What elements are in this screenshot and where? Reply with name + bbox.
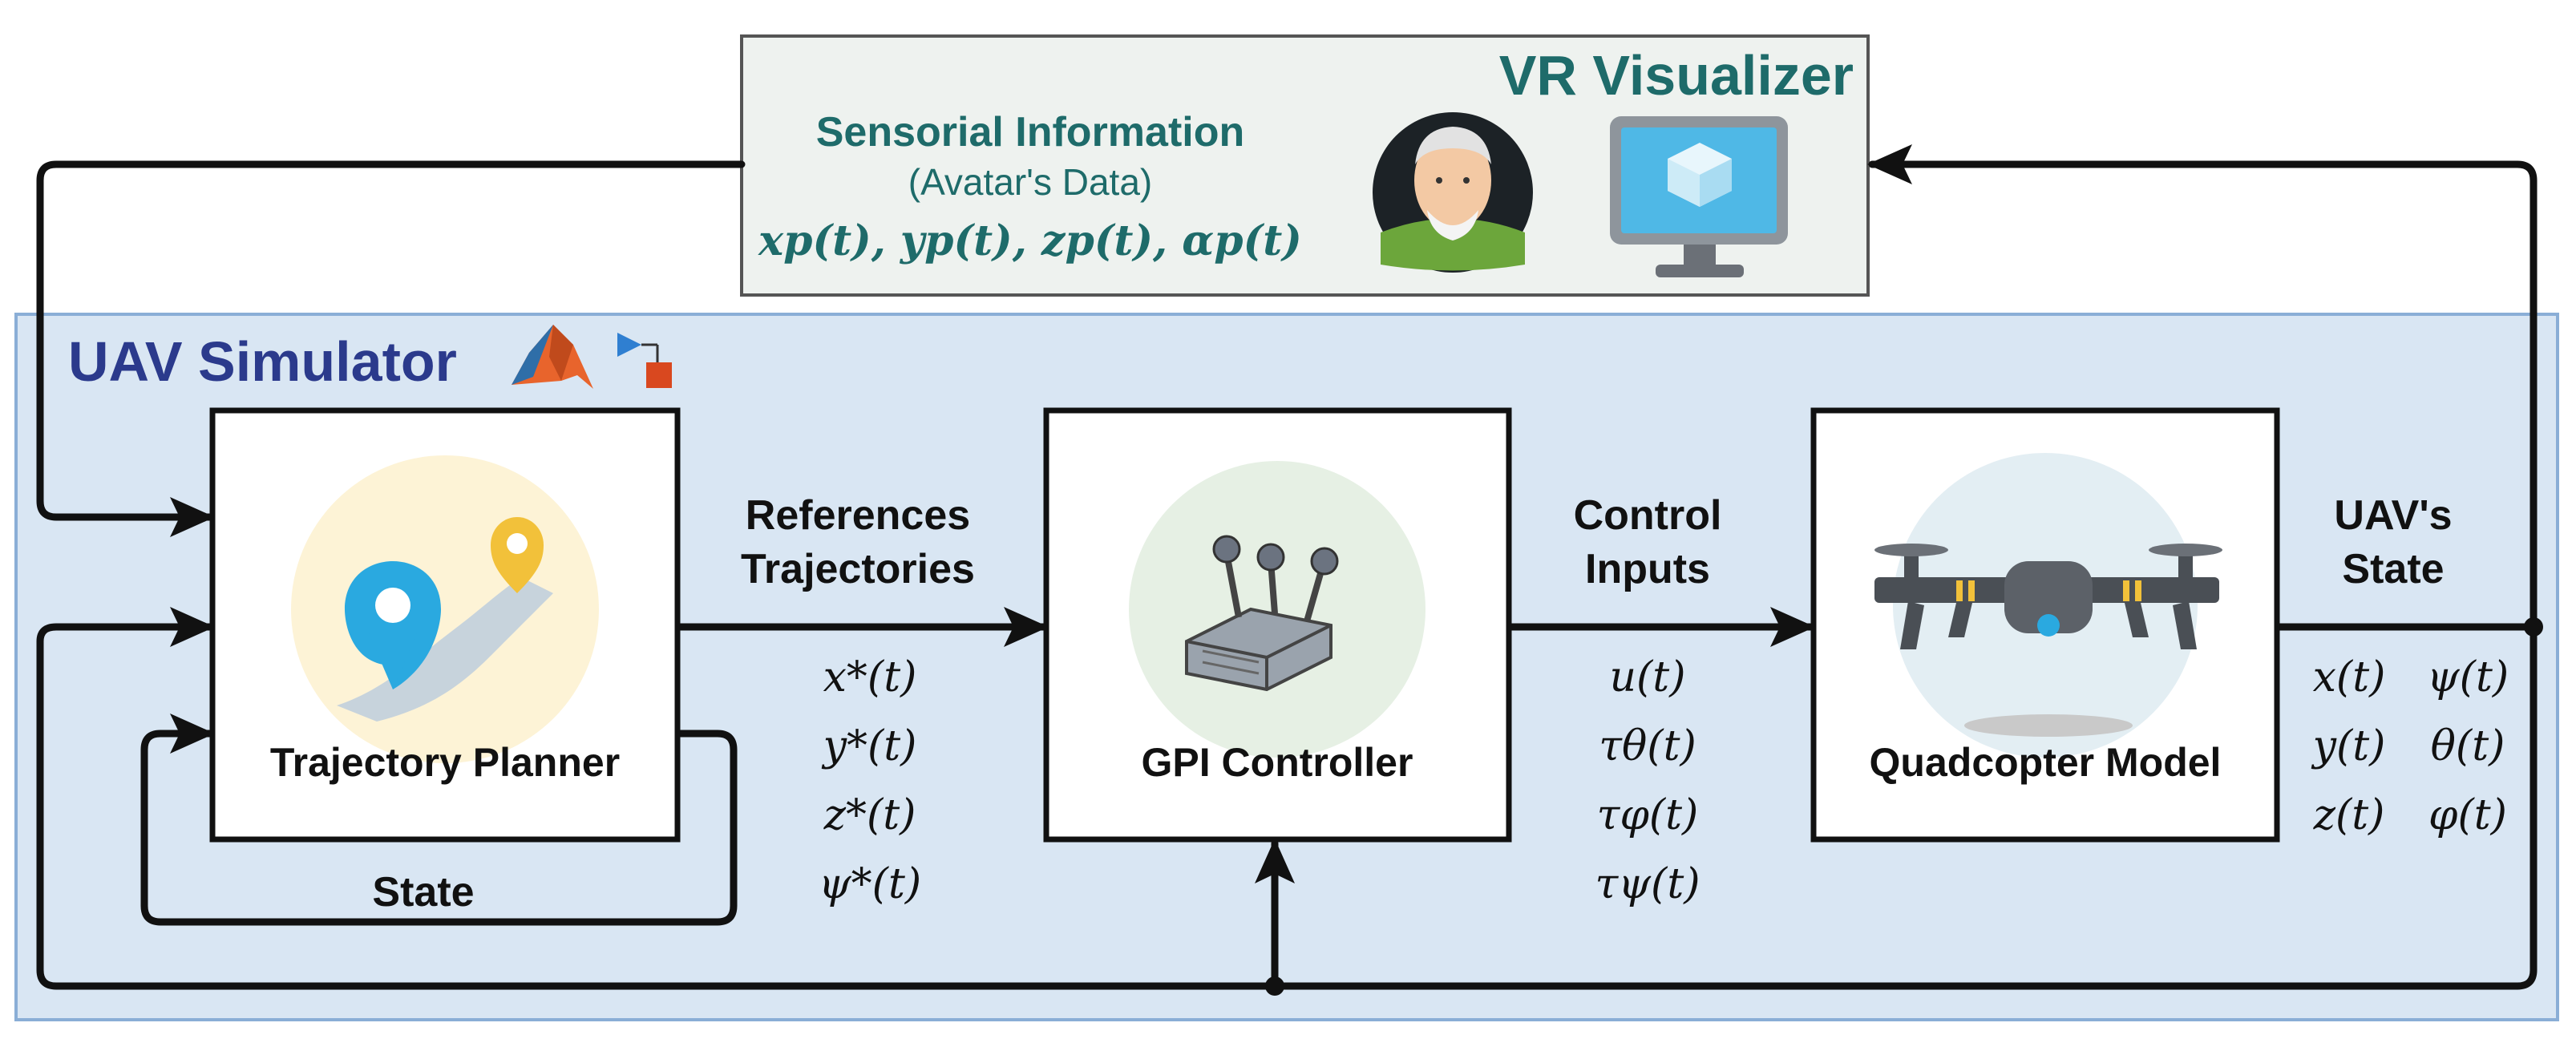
matlab-logo xyxy=(512,325,593,389)
state-var-z: z(t) xyxy=(2313,791,2385,839)
control-label-2: Inputs xyxy=(1585,546,1710,592)
ref-var-z: z*(t) xyxy=(823,791,916,839)
sensorial-variables: xp(t), yp(t), zp(t), αp(t) xyxy=(758,216,1302,265)
control-var-u: u(t) xyxy=(1610,653,1686,701)
uav-state-label-1: UAV's xyxy=(2334,492,2452,539)
avatar-data-line xyxy=(36,160,746,537)
control-label-1: Control xyxy=(1574,492,1722,539)
monitor-icon xyxy=(1610,116,1788,277)
state-var-psi: ψ(t) xyxy=(2427,653,2509,701)
trajectory-icon-bg xyxy=(291,455,599,763)
sensorial-information-subtitle: (Avatar's Data) xyxy=(908,161,1152,203)
state-to-vr-line xyxy=(1867,144,2538,631)
junction-right xyxy=(2524,617,2543,637)
avatar-icon xyxy=(1373,112,1533,273)
state-var-phi: φ(t) xyxy=(2428,791,2507,839)
quadcopter-model-block[interactable]: Quadcopter Model xyxy=(1810,407,2280,843)
gpi-controller-label: GPI Controller xyxy=(1142,740,1413,785)
control-var-tau-psi: τψ(t) xyxy=(1595,860,1700,908)
trajectory-planner-label: Trajectory Planner xyxy=(270,740,620,785)
controller-device-icon xyxy=(1185,535,1339,692)
state-var-y: y(t) xyxy=(2311,722,2386,770)
vr-visualizer-title: VR Visualizer xyxy=(1499,44,1854,107)
control-var-tau-phi: τφ(t) xyxy=(1597,791,1699,839)
ref-var-x: x*(t) xyxy=(823,653,917,701)
references-label-2: Trajectories xyxy=(741,546,975,592)
control-var-tau-theta: τθ(t) xyxy=(1599,722,1696,770)
references-label-1: References xyxy=(746,492,970,539)
ref-var-psi: ψ*(t) xyxy=(819,860,921,908)
simulink-logo xyxy=(617,333,672,388)
map-route-icon xyxy=(337,517,553,722)
bottom-feedback-line xyxy=(36,607,2538,990)
sensorial-information-title: Sensorial Information xyxy=(816,109,1245,156)
trajectory-planner-block[interactable]: Trajectory Planner xyxy=(209,407,681,843)
junction-bottom xyxy=(1265,976,1284,996)
state-var-theta: θ(t) xyxy=(2431,722,2505,770)
uav-simulator-title: UAV Simulator xyxy=(68,330,457,393)
ref-var-y: y*(t) xyxy=(822,722,917,770)
drone-icon xyxy=(1874,544,2222,737)
state-var-x: x(t) xyxy=(2313,653,2386,701)
quadcopter-model-label: Quadcopter Model xyxy=(1870,740,2222,785)
state-feedback-label: State xyxy=(372,869,474,916)
uav-state-label-2: State xyxy=(2342,546,2444,592)
state-loop-line xyxy=(140,713,738,926)
gpi-controller-block[interactable]: GPI Controller xyxy=(1043,407,1512,843)
